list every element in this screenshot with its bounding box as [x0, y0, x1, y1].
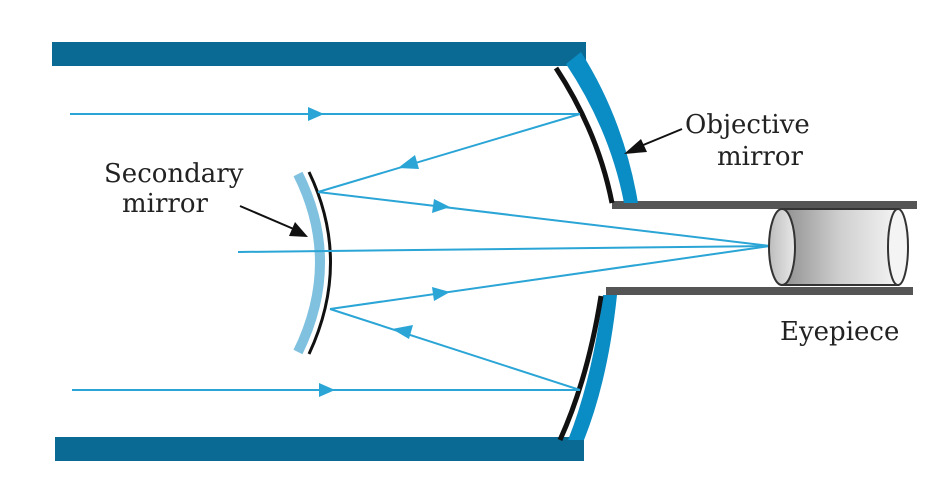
arrow-incoming-bottom	[319, 383, 335, 397]
objective-mirror-upper	[566, 52, 638, 203]
axis-ray	[237, 245, 771, 253]
objective-mirror-lower	[568, 295, 617, 440]
arrow-focused-top	[432, 199, 450, 213]
secondary-mirror-backing	[307, 171, 332, 355]
secondary-mirror	[293, 171, 325, 355]
objective-mirror-upper-backing	[553, 66, 615, 204]
eyepiece-tube-top	[612, 201, 917, 209]
label-pointers	[239, 128, 683, 237]
focused-ray-top	[317, 191, 771, 247]
eyepiece-right-end	[887, 208, 909, 286]
ray-arrowheads	[308, 107, 450, 397]
secondary-pointer-head	[289, 222, 308, 237]
secondary-pointer-line	[239, 205, 297, 231]
eyepiece-label: Eyepiece	[780, 317, 899, 347]
secondary-mirror-label-line1: Secondary	[104, 159, 244, 189]
eyepiece-left-end	[768, 208, 796, 286]
arrow-reflected-bottom	[392, 325, 413, 339]
objective-mirror-label-line2: mirror	[717, 142, 803, 172]
arrow-incoming-top	[308, 107, 324, 121]
secondary-mirror-label-line2: mirror	[122, 189, 208, 219]
eyepiece-body	[781, 208, 899, 286]
objective-mirror-lower-backing	[557, 295, 604, 442]
reflected-ray-top	[317, 113, 581, 193]
tube-bottom-wall	[55, 437, 584, 461]
tube-top-wall	[52, 42, 586, 66]
objective-pointer-head	[624, 139, 647, 154]
reflected-ray-bottom	[329, 308, 581, 391]
eyepiece-tube-bottom	[606, 287, 913, 295]
light-rays	[70, 113, 771, 391]
eyepiece	[768, 208, 909, 286]
arrow-reflected-top	[398, 155, 419, 169]
focused-ray-bottom	[329, 245, 771, 310]
objective-mirror-label-line1: Objective	[685, 110, 810, 140]
arrow-focused-bottom	[432, 287, 450, 301]
